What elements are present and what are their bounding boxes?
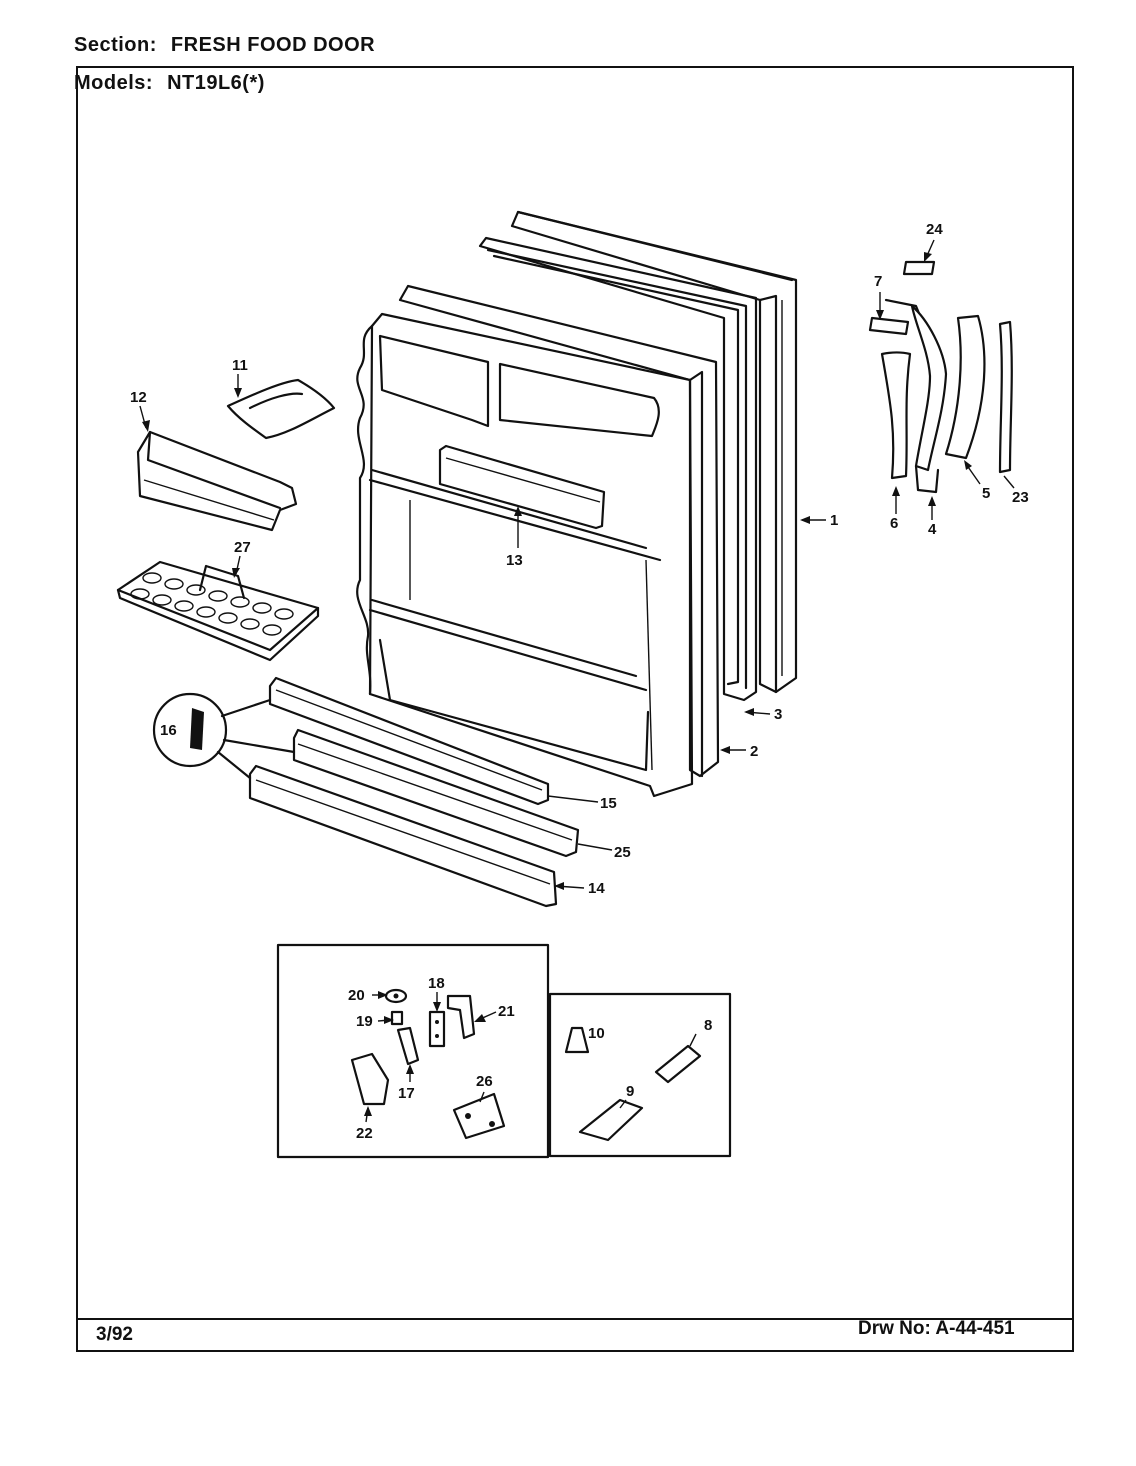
- callout-24: 24: [926, 221, 943, 238]
- section-key: Section:: [74, 34, 157, 56]
- callout-3: 3: [774, 706, 782, 723]
- door-shelf-15: [268, 676, 550, 806]
- small-tray-11: [226, 378, 336, 440]
- callout-19: 19: [356, 1013, 373, 1030]
- shelf-end-cap-16: [152, 692, 296, 780]
- hardware-box-right: [548, 992, 732, 1158]
- bracket-9: [578, 1098, 644, 1142]
- hardware-box-left: [276, 943, 550, 1159]
- shelf-rail-13: [438, 444, 606, 530]
- callout-15: 15: [600, 795, 617, 812]
- callout-2: 2: [750, 743, 758, 760]
- drawing-frame: [76, 66, 1074, 1352]
- callout-16: 16: [160, 722, 177, 739]
- hinge-22: [350, 1052, 390, 1106]
- door-trim-6: [880, 351, 912, 480]
- callout-18: 18: [428, 975, 445, 992]
- section-value: FRESH FOOD DOOR: [170, 34, 376, 56]
- callout-6: 6: [890, 515, 898, 532]
- outer-door-panel: [510, 210, 798, 694]
- callout-11: 11: [232, 357, 248, 374]
- hinge-bracket-26: [452, 1092, 506, 1140]
- callout-8: 8: [704, 1017, 712, 1034]
- callout-7: 7: [874, 273, 882, 290]
- section-heading: Section: FRESH FOOD DOOR: [74, 34, 375, 57]
- egg-cups: [130, 572, 294, 636]
- leader-lines: [139, 239, 1015, 1123]
- egg-tray-27: [116, 560, 320, 662]
- door-gasket: [478, 236, 758, 702]
- callout-26: 26: [476, 1073, 493, 1090]
- footer-date: 3/92: [96, 1324, 133, 1345]
- models-key: Models:: [74, 72, 154, 94]
- models-heading: Models: NT19L6(*): [74, 72, 265, 95]
- callout-14: 14: [588, 880, 605, 897]
- footer-drawing-number: Drw No: A-44-451: [858, 1318, 1015, 1339]
- pin-17: [396, 1026, 420, 1066]
- callout-4: 4: [928, 521, 937, 538]
- callout-5: 5: [982, 485, 990, 502]
- hinge-plate-21: [446, 994, 476, 1040]
- callout-1: 1: [830, 512, 838, 529]
- footer-rule: [76, 1318, 1074, 1320]
- shim-18: [428, 1010, 446, 1048]
- door-trim-5: [944, 314, 986, 460]
- bracket-8: [654, 1044, 702, 1084]
- callout-9: 9: [626, 1083, 634, 1100]
- inner-door-liner: [356, 284, 720, 798]
- callout-20: 20: [348, 987, 365, 1004]
- door-shelf-25: [292, 728, 580, 858]
- door-trim-23: [998, 320, 1013, 474]
- callout-23: 23: [1012, 489, 1029, 506]
- bushing-19: [390, 1010, 404, 1026]
- cam-10: [564, 1026, 590, 1054]
- hinge-cover-24: [902, 260, 936, 276]
- washer-20: [384, 988, 408, 1004]
- dairy-compartment-12: [136, 430, 298, 532]
- callout-27: 27: [234, 539, 251, 556]
- callout-13: 13: [506, 552, 523, 569]
- door-trim-4: [910, 304, 948, 494]
- door-shelf-14: [248, 764, 558, 908]
- callout-22: 22: [356, 1125, 373, 1142]
- callout-10: 10: [588, 1025, 605, 1042]
- callout-21: 21: [498, 1003, 515, 1020]
- callout-25: 25: [614, 844, 631, 861]
- callout-17: 17: [398, 1085, 415, 1102]
- models-value: NT19L6(*): [167, 72, 265, 94]
- callout-12: 12: [130, 389, 147, 406]
